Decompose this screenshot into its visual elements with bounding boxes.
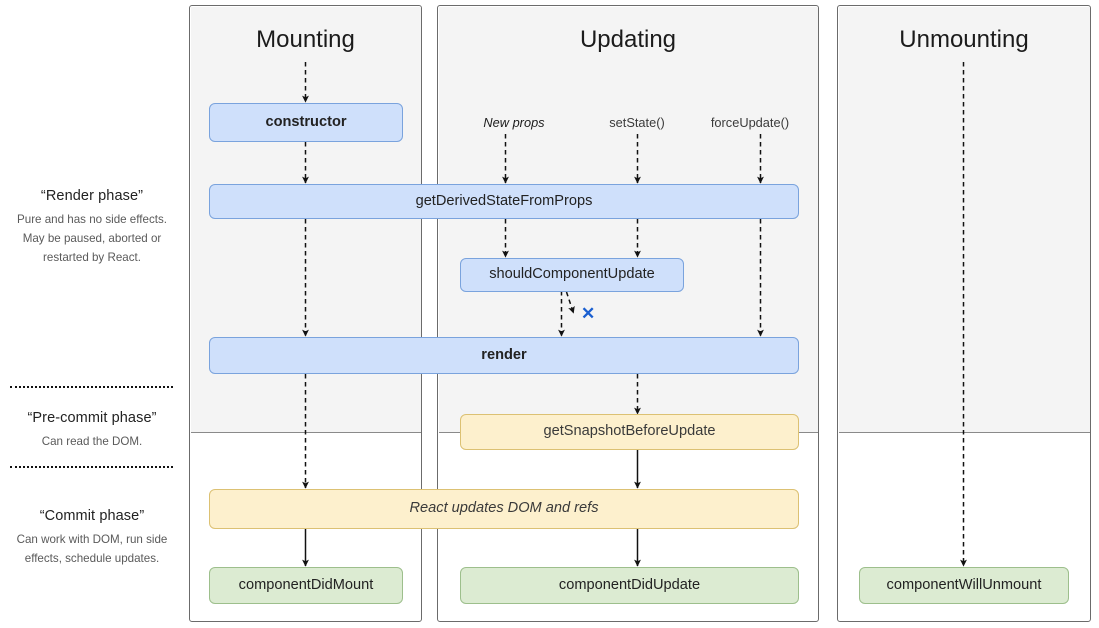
column-title-updating: Updating — [579, 26, 677, 53]
phase-description: Can read the DOM. — [41, 435, 143, 448]
phase-divider-rule-top — [10, 386, 173, 388]
node-component-will-unmount[interactable]: componentWillUnmount — [859, 567, 1069, 604]
skip-render-x-icon: ✕ — [581, 304, 596, 323]
phase-legend-render: “Render phase” Pure and has no side effe… — [6, 188, 178, 267]
phase-title: “Pre-commit phase” — [27, 410, 157, 426]
phase-legend-commit: “Commit phase” Can work with DOM, run si… — [6, 508, 178, 569]
trigger-label-set-state: setState() — [609, 115, 665, 130]
phase-title: “Render phase” — [40, 188, 144, 204]
node-should-component-update[interactable]: shouldComponentUpdate — [460, 258, 684, 292]
node-component-did-mount[interactable]: componentDidMount — [209, 567, 403, 604]
column-title-mounting: Mounting — [256, 26, 355, 53]
phase-description: Pure and has no side effects. May be pau… — [17, 213, 167, 264]
node-get-snapshot-before-update[interactable]: getSnapshotBeforeUpdate — [460, 414, 799, 450]
node-render[interactable]: render — [209, 337, 799, 374]
trigger-label-force-update: forceUpdate() — [710, 115, 790, 130]
phase-legend-pre-commit: “Pre-commit phase” Can read the DOM. — [6, 410, 178, 452]
trigger-label-new-props: New props — [483, 115, 545, 130]
node-component-did-update[interactable]: componentDidUpdate — [460, 567, 799, 604]
node-constructor[interactable]: constructor — [209, 103, 403, 142]
node-react-updates-dom-and-refs[interactable]: React updates DOM and refs — [209, 489, 799, 529]
phase-title: “Commit phase” — [39, 508, 145, 524]
column-title-unmounting: Unmounting — [899, 26, 1029, 53]
node-get-derived-state-from-props[interactable]: getDerivedStateFromProps — [209, 184, 799, 219]
phase-divider-rule-bottom — [10, 466, 173, 468]
phase-description: Can work with DOM, run side effects, sch… — [16, 533, 168, 565]
